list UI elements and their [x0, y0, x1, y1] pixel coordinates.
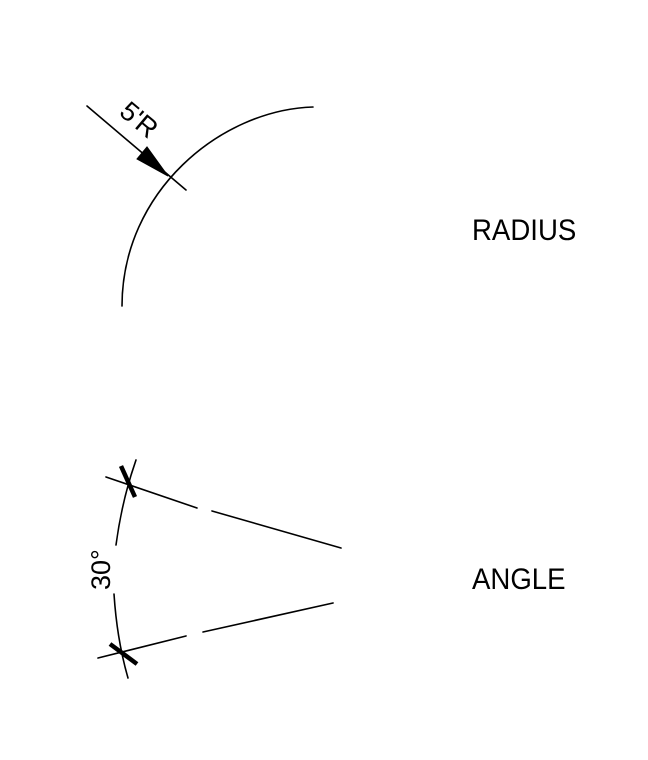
angle-lower-extension-line-b [202, 602, 334, 633]
radius-arc [121, 106, 314, 307]
angle-lower-tick [108, 642, 139, 666]
radius-arrowhead [136, 146, 169, 177]
angle-lower-extension-line-a [97, 635, 187, 659]
radius-leader-line [86, 105, 187, 191]
angle-upper-tick [118, 465, 138, 498]
angle-arc-upper [115, 459, 137, 546]
radius-dimension-group [86, 105, 314, 307]
angle-dimension-text: 30° [86, 549, 116, 590]
radius-caption: RADIUS [472, 214, 577, 247]
angle-upper-extension-line-a [105, 476, 198, 509]
angle-dimension-group [97, 459, 342, 679]
angle-caption: ANGLE [472, 563, 566, 596]
angle-upper-extension-line-b [211, 510, 342, 549]
radius-dimension-text: 5'R [114, 96, 164, 144]
angle-arc-lower [113, 593, 129, 679]
